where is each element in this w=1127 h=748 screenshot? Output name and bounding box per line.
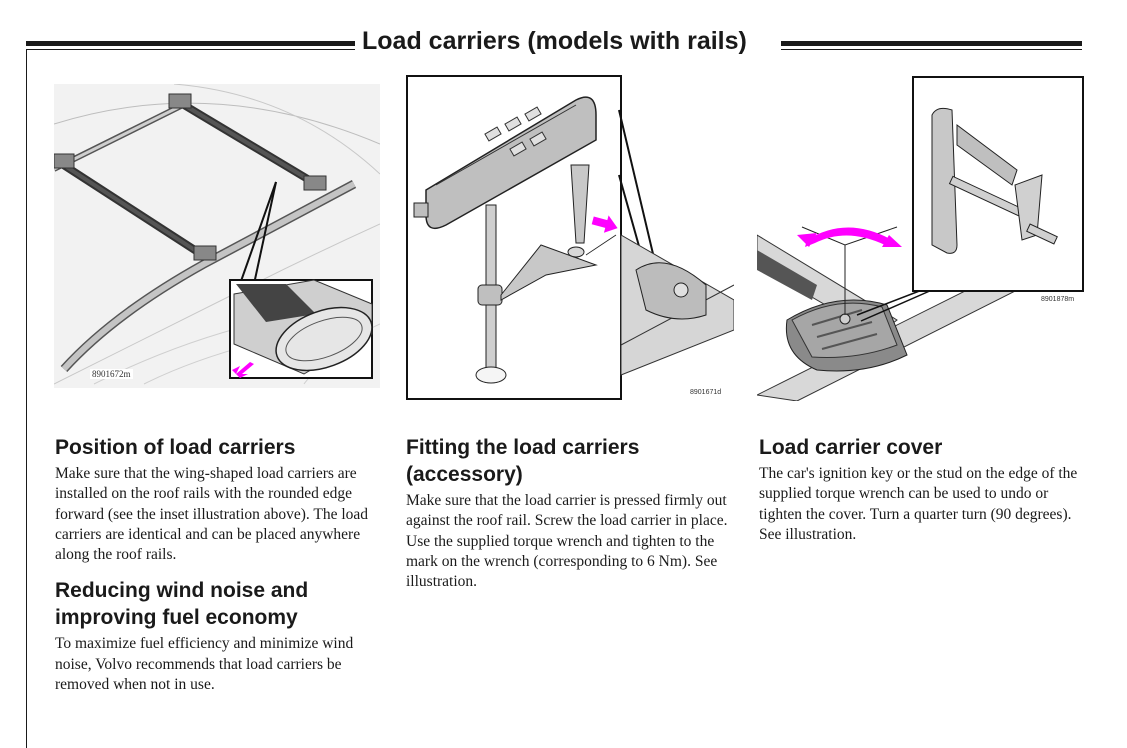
torque-wrench-illustration [406,75,734,400]
figure-id-label: 8901672m [90,369,133,379]
figure-roof-load-carriers: 8901672m [54,84,380,388]
section-body-cover: The car's ignition key or the stud on th… [759,465,1078,543]
figure-torque-wrench: 8901671d [406,75,734,401]
figure-load-carrier-cover: 8901878m [757,75,1085,401]
page-left-border [26,50,27,748]
page-title: Load carriers (models with rails) [362,27,747,55]
carrier-cover-illustration [757,75,1085,401]
section-heading-fitting: Fitting the load carriers (accessory) [406,436,640,486]
section-heading-cover: Load carrier cover [759,436,943,459]
section-fitting-column: Fitting the load carriers (accessory) Ma… [406,434,736,592]
section-position-column: Position of load carriers Make sure that… [55,434,395,695]
section-body-position: Make sure that the wing-shaped load carr… [55,465,369,564]
section-body-fitting: Make sure that the load carrier is press… [406,492,728,591]
roof-illustration [54,84,380,388]
figure-id-label: 8901878m [1041,296,1075,303]
section-heading-position: Position of load carriers [55,436,296,459]
title-rule-right [781,41,1082,50]
section-heading-wind-noise: Reducing wind noise and improving fuel e… [55,579,309,630]
section-body-wind-noise: To maximize fuel efficiency and minimize… [55,635,354,694]
section-cover-column: Load carrier cover The car's ignition ke… [759,434,1079,545]
title-rule-left [26,41,355,50]
figure-id-label: 8901671d [690,389,722,396]
